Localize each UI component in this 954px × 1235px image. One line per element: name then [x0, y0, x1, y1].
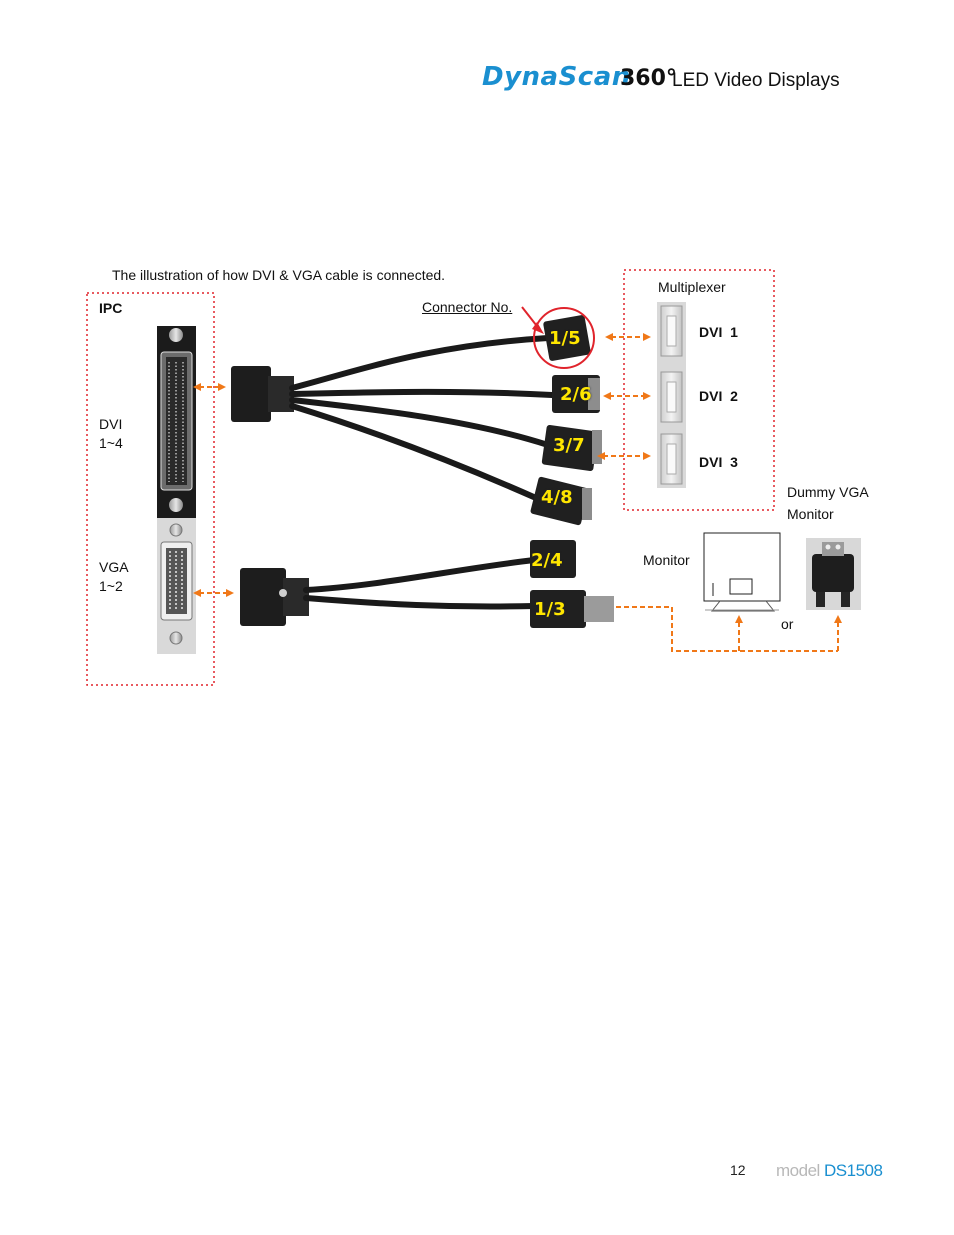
connector-label-2-4: 2/4: [531, 550, 563, 571]
dummy-vga-label: Dummy VGA: [787, 484, 869, 500]
vga-splitter-cable-photo: [236, 535, 616, 640]
connector-label-2-6: 2/6: [560, 384, 592, 405]
dynascan-logo: DynaScan: [482, 62, 631, 92]
ipc-dvi-port-photo: [157, 326, 196, 518]
vga-port-range: 1~2: [99, 578, 123, 594]
ipc-dotted-box: [86, 292, 215, 686]
multiplexer-port-dvi-3: DVI 3: [699, 454, 738, 470]
multiplexer-dvi-ports-photo: [657, 302, 686, 488]
connector-no-label: Connector No.: [422, 299, 513, 315]
footer-model-word: model: [776, 1161, 820, 1180]
dummy-vga-photo: [806, 538, 861, 610]
multiplexer-label: Multiplexer: [658, 279, 726, 295]
monitor-illustration: [703, 532, 781, 612]
brand-tagline: LED Video Displays: [672, 70, 840, 91]
brand-360: 360°: [620, 66, 677, 91]
connector-highlight-circle: [533, 307, 595, 369]
footer-model-id: DS1508: [824, 1161, 883, 1180]
multiplexer-dotted-box: [623, 269, 775, 511]
connector-label-1-5: 1/5: [549, 328, 581, 349]
figure-caption: The illustration of how DVI & VGA cable …: [112, 267, 446, 283]
vga-port-label: VGA: [99, 559, 129, 575]
connection-arrows: [193, 333, 842, 652]
monitor-label: Monitor: [643, 552, 690, 568]
connector-label-4-8: 4/8: [541, 487, 573, 508]
dvi-splitter-cable-photo: [228, 300, 608, 532]
multiplexer-port-dvi-2: DVI 2: [699, 388, 738, 404]
dvi-port-label: DVI: [99, 416, 123, 432]
connector-label-3-7: 3/7: [553, 435, 585, 456]
ipc-vga-port-photo: [157, 518, 196, 654]
ipc-label: IPC: [99, 300, 123, 316]
dummy-vga-label-line2: Monitor: [787, 506, 834, 522]
dvi-port-range: 1~4: [99, 435, 123, 451]
multiplexer-port-dvi-1: DVI 1: [699, 324, 738, 340]
page-number: 12: [730, 1162, 746, 1178]
or-label: or: [781, 616, 794, 632]
connector-label-1-3: 1/3: [534, 599, 566, 620]
